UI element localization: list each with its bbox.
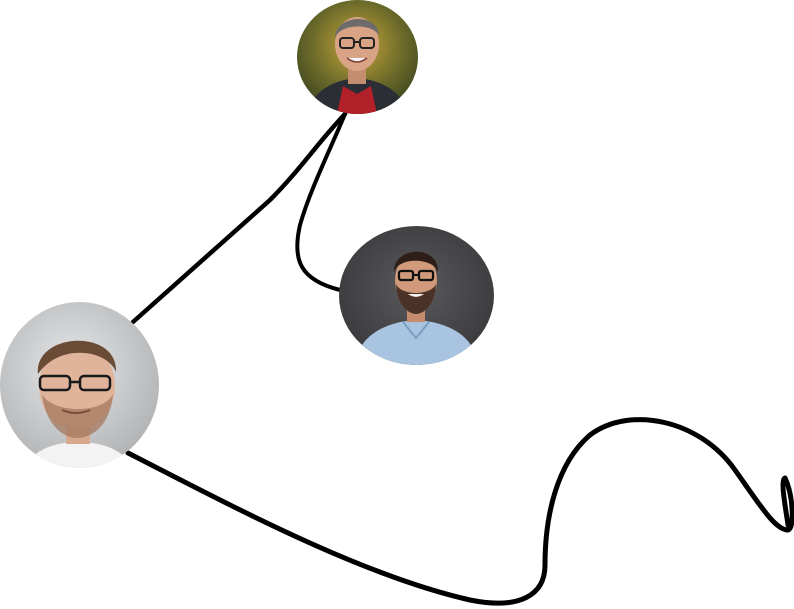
portrait-bearded-man: [339, 226, 494, 365]
connector-left-trailing-scribble: [125, 417, 794, 606]
portrait-older-man: [297, 0, 418, 114]
avatar-person-left[interactable]: [0, 302, 159, 468]
avatar-person-top[interactable]: [297, 0, 418, 114]
connector-top-to-middle: [295, 112, 347, 292]
connector-top-to-left: [130, 111, 348, 325]
avatar-person-middle[interactable]: [339, 226, 494, 365]
portrait-young-man: [0, 302, 159, 468]
